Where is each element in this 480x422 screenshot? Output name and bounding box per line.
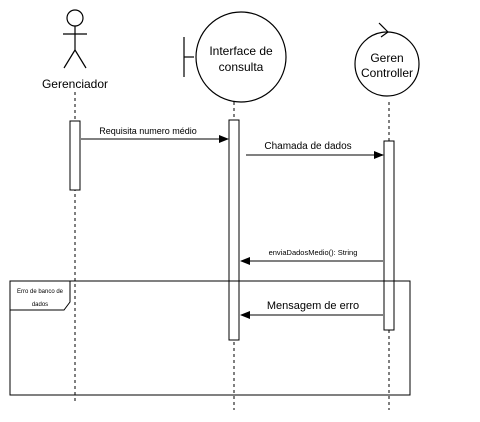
message-label-1: Requisita numero médio: [99, 126, 197, 136]
control-icon: [354, 22, 420, 97]
activation-bar-gerenciador: [69, 120, 81, 191]
control-label-line1: Geren: [370, 51, 403, 65]
actor-stick-figure-icon: [63, 9, 87, 69]
control-label-line2: Controller: [361, 66, 413, 80]
fragment-label-line1: Erro de banco de: [17, 289, 64, 295]
message-label-4: Mensagem de erro: [267, 300, 359, 312]
boundary-label-line2: consulta: [219, 60, 264, 74]
fragment-label-line2: dados: [32, 302, 48, 308]
activation-bar-interface-consulta: [228, 119, 240, 341]
actor-label: Gerenciador: [42, 77, 108, 91]
fragment-label-tab: [9, 280, 71, 311]
boundary-label-line1: Interface de: [209, 44, 273, 58]
combined-fragment: [9, 280, 411, 396]
message-label-3: enviaDadosMedio(): String: [269, 248, 358, 257]
boundary-icon: [183, 11, 287, 103]
message-label-2: Chamada de dados: [264, 141, 351, 152]
activation-bar-geren-controller: [383, 140, 395, 331]
